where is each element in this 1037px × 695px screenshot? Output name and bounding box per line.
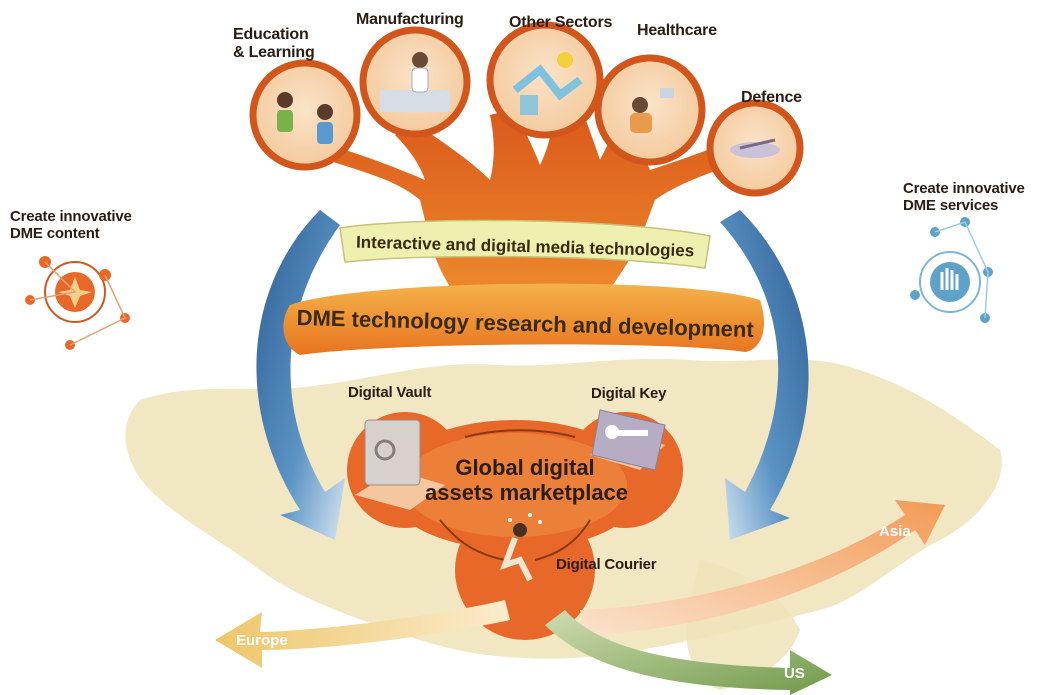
sector-label-education: Education & Learning — [233, 26, 315, 61]
marketplace-title: Global digital assets marketplace — [425, 455, 629, 505]
education-circle — [249, 59, 361, 171]
healthcare-circle — [594, 54, 706, 166]
digital-courier-label: Digital Courier — [556, 556, 657, 573]
right-blue-arrow — [720, 210, 809, 540]
research-band — [283, 283, 765, 355]
sector-trunk — [300, 90, 765, 330]
digital-vault-label: Digital Vault — [348, 384, 432, 401]
side-label-content: Create innovative DME content — [10, 208, 132, 242]
cycle-arrows — [439, 429, 591, 561]
europe-arrow — [215, 600, 510, 668]
sector-label-defence: Defence — [741, 89, 802, 106]
asia-arrow — [580, 500, 945, 635]
vault-icon — [355, 419, 445, 510]
sector-label-manufacturing: Manufacturing — [356, 11, 464, 28]
region-label-us: US — [784, 665, 805, 682]
us-arrow — [545, 610, 832, 695]
region-label-europe: Europe — [236, 632, 288, 649]
defence-illustration — [730, 138, 780, 158]
region-label-asia: Asia — [879, 523, 911, 540]
side-label-services: Create innovative DME services — [903, 180, 1025, 214]
education-illustration — [277, 92, 333, 144]
healthcare-illustration — [630, 88, 674, 133]
interactive-band — [339, 219, 711, 269]
other-sectors-illustration — [512, 52, 583, 115]
key-icon — [590, 409, 666, 471]
content-network-icon — [25, 256, 130, 350]
manufacturing-illustration — [380, 52, 450, 112]
sector-label-healthcare: Healthcare — [637, 22, 717, 39]
digital-key-label: Digital Key — [591, 385, 667, 402]
left-blue-arrow — [256, 210, 345, 540]
courier-icon — [500, 513, 542, 582]
services-network-icon — [910, 217, 993, 323]
sector-label-other: Other Sectors — [509, 14, 613, 31]
